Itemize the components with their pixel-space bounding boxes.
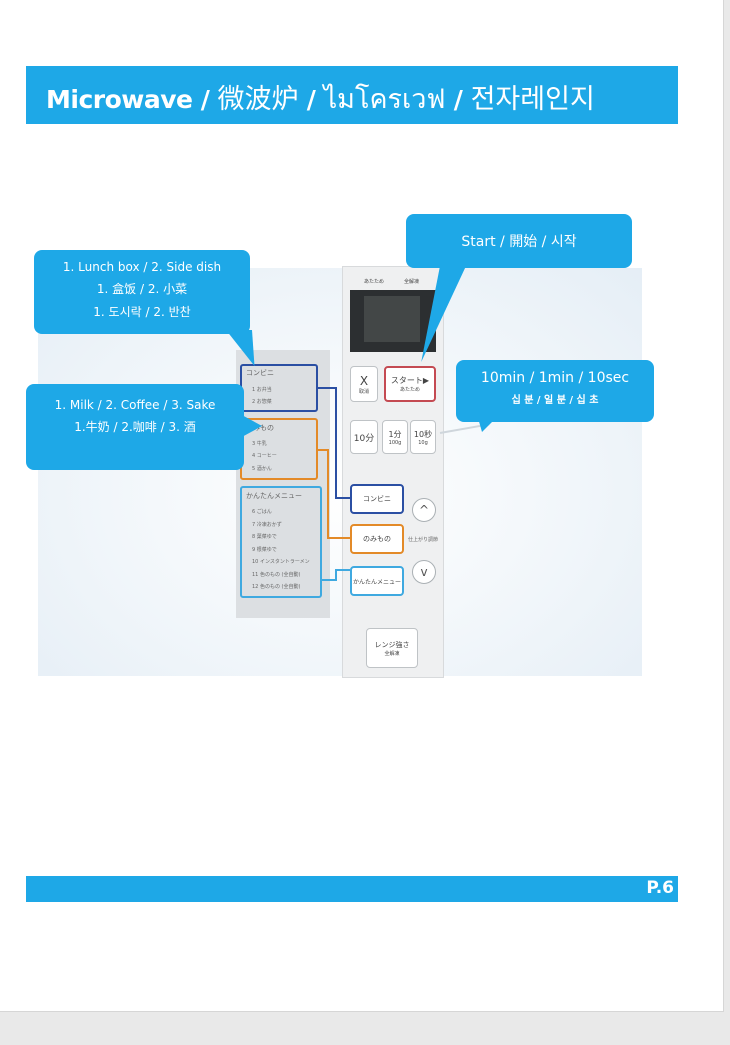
chevron-down-icon: v	[420, 565, 428, 579]
menu-item: 12 色のもの (全自動)	[252, 584, 301, 590]
cancel-button[interactable]: X 取消	[350, 366, 378, 402]
callout-line-ko: 1. 도시락 / 2. 반찬	[93, 305, 191, 319]
callout-start: Start / 開始 / 시작	[406, 214, 632, 268]
title-korean: 전자레인지	[470, 84, 595, 115]
one-minute-button[interactable]: 1分 100g	[382, 420, 408, 454]
start-label: スタート▶	[390, 376, 430, 385]
callout-line-en: 10min / 1min / 10sec	[480, 370, 630, 386]
callout-drinks: 1. Milk / 2. Coffee / 3. Sake 1.牛奶 / 2.咖…	[26, 384, 244, 470]
menu-item: 3 牛乳	[252, 441, 267, 447]
callout-lunch-side-dish: 1. Lunch box / 2. Side dish 1. 盒饭 / 2. 小…	[34, 250, 250, 334]
nomimono-label: のみもの	[363, 535, 391, 543]
title-separator: /	[192, 85, 218, 114]
konbini-button[interactable]: コンビニ	[350, 484, 404, 514]
one-minute-label: 1分	[388, 429, 402, 439]
footer-bar: P.6	[26, 876, 678, 902]
title-separator: /	[445, 85, 471, 114]
title-separator: /	[298, 85, 324, 114]
menu-item: 1 お弁当	[252, 387, 272, 393]
menu-group-title: かんたんメニュー	[246, 492, 302, 500]
menu-item: 4 コーヒー	[252, 453, 277, 459]
callout-line-zh: 1. 盒饭 / 2. 小菜	[96, 282, 188, 296]
menu-item: 2 お惣菜	[252, 399, 272, 405]
menu-item: 6 ごはん	[252, 509, 272, 515]
chevron-up-icon: ^	[418, 503, 430, 517]
lcd-label-left: あたため	[364, 279, 385, 285]
callout-tail	[478, 418, 496, 432]
ten-seconds-button[interactable]: 10秒 10g	[410, 420, 436, 454]
page-title: Microwave / 微波炉 / ไมโครเวฟ / 전자레인지	[46, 77, 595, 120]
start-button[interactable]: スタート▶ あたため	[384, 366, 436, 402]
callout-tail	[240, 414, 262, 438]
menu-list-panel	[236, 350, 330, 618]
menu-item: 5 酒かん	[252, 466, 272, 472]
adjust-up-button[interactable]: ^	[412, 498, 436, 522]
range-power-button[interactable]: レンジ強さ 全解凍	[366, 628, 418, 668]
callout-line-en: 1. Lunch box / 2. Side dish	[62, 260, 222, 274]
menu-item: 11 色のもの (全自動)	[252, 571, 301, 578]
nomimono-button[interactable]: のみもの	[350, 524, 404, 554]
ten-minutes-label: 10分	[353, 433, 375, 444]
callout-line-ko: 십 분 / 일 분 / 십 초	[511, 395, 599, 406]
lcd-screen	[364, 296, 420, 342]
kantan-menu-button[interactable]: かんたんメニュー	[350, 566, 404, 596]
start-sub-label: あたため	[399, 387, 420, 393]
title-chinese: 微波炉	[217, 84, 299, 115]
one-minute-sub: 100g	[388, 439, 402, 446]
callout-line-zh: 1.牛奶 / 2.咖啡 / 3. 酒	[74, 420, 196, 434]
callout-timer: 10min / 1min / 10sec 십 분 / 일 분 / 십 초	[456, 360, 654, 422]
page-number: P.6	[646, 878, 674, 898]
callout-line-en: 1. Milk / 2. Coffee / 3. Sake	[54, 398, 216, 412]
range-power-label: レンジ強さ	[374, 640, 410, 649]
konbini-label: コンビニ	[363, 495, 391, 503]
menu-item: 10 インスタントラーメン	[252, 559, 310, 565]
adjust-down-button[interactable]: v	[412, 560, 436, 584]
cancel-label: 取消	[358, 388, 369, 395]
cancel-symbol: X	[359, 373, 369, 388]
menu-item: 8 葉菜ゆで	[252, 534, 277, 540]
title-thai: ไมโครเวฟ	[323, 84, 446, 115]
range-defrost-label: 全解凍	[384, 650, 400, 657]
kantan-menu-label: かんたんメニュー	[352, 578, 401, 586]
ten-seconds-sub: 10g	[418, 439, 428, 446]
title-bar: Microwave / 微波炉 / ไมโครเวฟ / 전자레인지	[26, 66, 678, 124]
menu-group-title: コンビニ	[246, 369, 274, 377]
menu-item: 7 冷凍おかず	[252, 521, 282, 528]
ten-minutes-button[interactable]: 10分	[350, 420, 378, 454]
callout-line-start: Start / 開始 / 시작	[461, 234, 577, 250]
page-sheet: Microwave / 微波炉 / ไมโครเวฟ / 전자레인지 コンビニ …	[0, 0, 724, 1012]
ten-seconds-label: 10秒	[413, 429, 433, 439]
lcd-label-right: 全解凍	[404, 279, 420, 285]
finish-adjust-label: 仕上がり調節	[408, 537, 439, 543]
menu-item: 9 根菜ゆで	[252, 546, 277, 553]
title-english: Microwave	[46, 85, 193, 114]
menu-group-kantan-outline	[240, 486, 322, 598]
